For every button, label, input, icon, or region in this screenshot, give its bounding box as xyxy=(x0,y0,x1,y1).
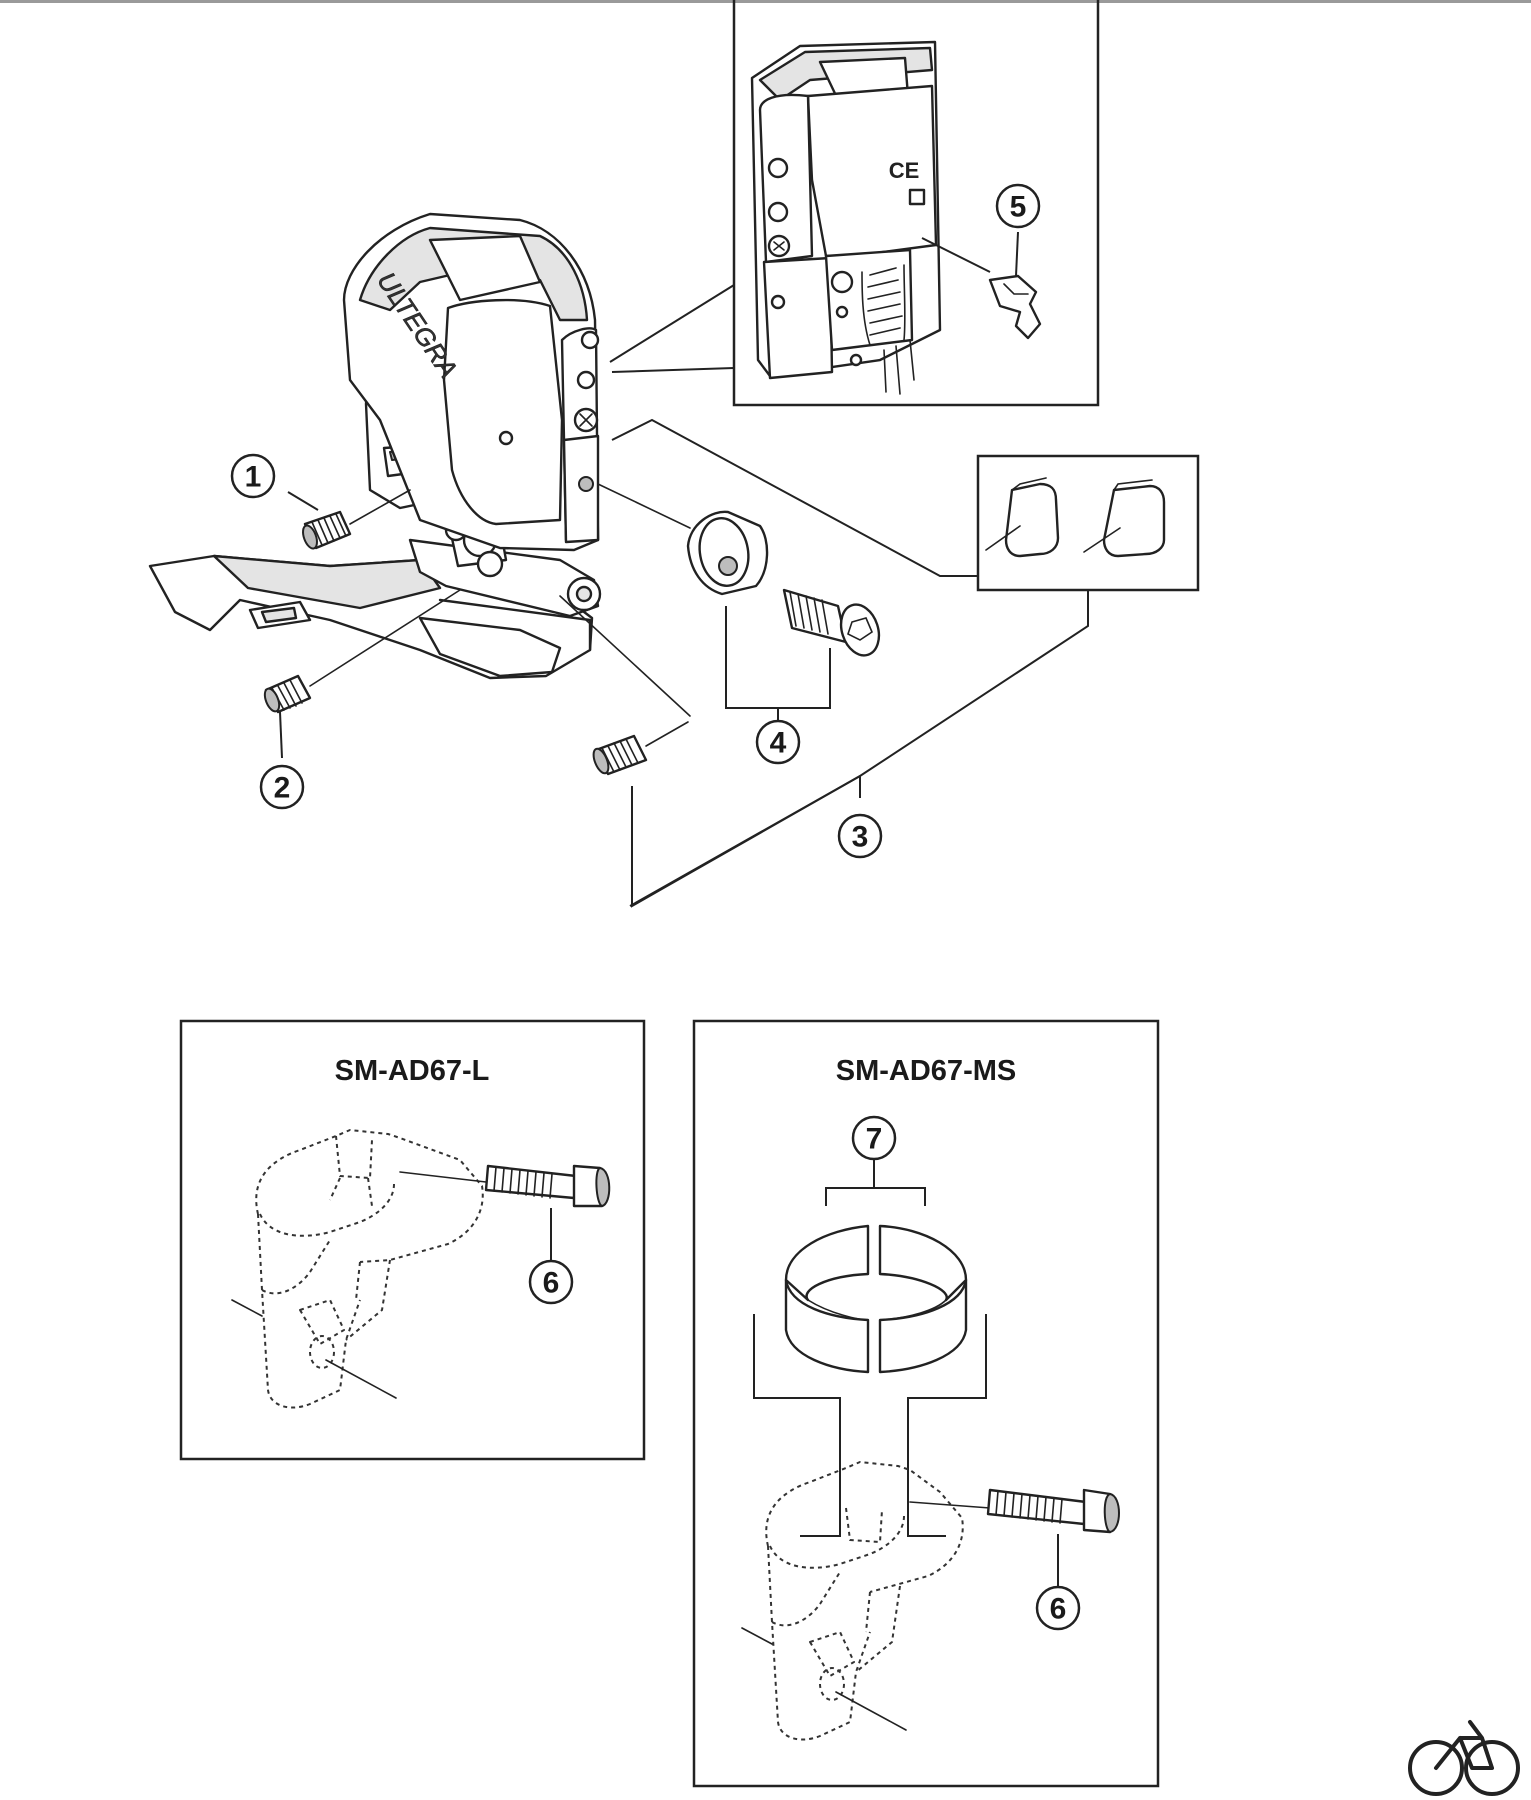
detail-inset: CE xyxy=(609,0,1100,407)
callout-6-right: 6 xyxy=(1035,1585,1081,1631)
callouts: 1 2 3 4 5 6 6 7 xyxy=(230,183,1081,1631)
bicycle-logo-icon xyxy=(1408,1720,1520,1796)
part-6-bolt-right xyxy=(986,1488,1120,1587)
callout-3: 3 xyxy=(837,813,883,859)
motor-cover xyxy=(442,298,564,526)
svg-text:4: 4 xyxy=(770,727,787,760)
zoom-line-top xyxy=(609,284,735,363)
svg-text:1: 1 xyxy=(245,461,262,494)
svg-text:5: 5 xyxy=(1010,191,1027,224)
callout-6-left: 6 xyxy=(528,1259,574,1305)
part-1-screw xyxy=(287,489,411,550)
box-title-sm-ad67-l: SM-AD67-L xyxy=(335,1055,490,1087)
callout-7: 7 xyxy=(851,1115,897,1161)
zoom-line-bottom xyxy=(611,367,735,373)
cable-bundle xyxy=(861,264,915,395)
callout-2: 2 xyxy=(259,764,305,810)
box-sm-ad67-l: SM-AD67-L xyxy=(179,1019,646,1461)
part-2-screw xyxy=(263,589,461,759)
band-adapter-dashed xyxy=(231,1129,487,1409)
svg-text:7: 7 xyxy=(866,1123,883,1156)
part-3-screw xyxy=(559,595,691,776)
part-7-ring-shim xyxy=(784,1159,968,1374)
band-adapter-dashed-ms xyxy=(741,1461,991,1741)
svg-text:6: 6 xyxy=(1050,1593,1067,1626)
part-4-bushing-and-bolt xyxy=(597,483,881,725)
box-title-sm-ad67-ms: SM-AD67-MS xyxy=(836,1055,1016,1087)
top-border xyxy=(0,0,1531,3)
svg-text:6: 6 xyxy=(543,1267,560,1300)
part-5-cable-clip xyxy=(988,231,1042,340)
ce-marking: CE xyxy=(889,158,920,183)
detail-inset-frame xyxy=(732,0,1100,407)
part-6-bolt-left xyxy=(484,1164,611,1261)
callout-4: 4 xyxy=(755,719,801,765)
callout-1: 1 xyxy=(230,453,276,499)
callout-5: 5 xyxy=(995,183,1041,229)
part-3-pads-box xyxy=(611,418,1200,908)
front-derailleur-main: ULTEGRA xyxy=(148,212,602,680)
box-sm-ad67-ms: SM-AD67-MS xyxy=(692,1019,1160,1788)
motor-unit-detail: CE xyxy=(750,40,991,395)
svg-text:2: 2 xyxy=(274,772,291,805)
svg-text:3: 3 xyxy=(852,821,869,854)
